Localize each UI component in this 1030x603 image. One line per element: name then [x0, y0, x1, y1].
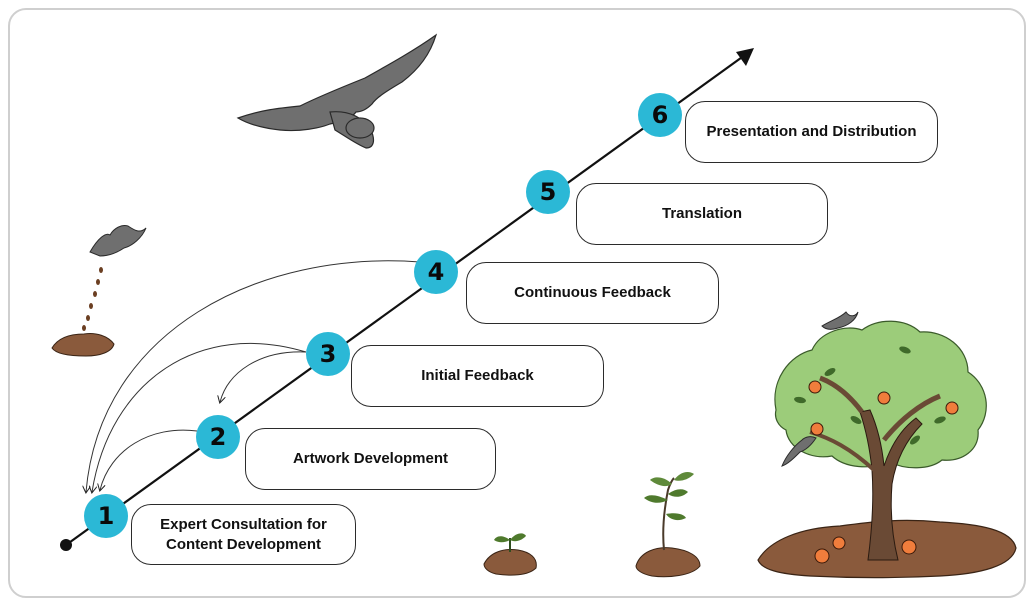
step-3-label: Initial Feedback	[351, 345, 604, 407]
bat-icon	[236, 33, 438, 149]
feedback-arrow-2-to-1	[100, 429, 198, 490]
fruit-tree-icon	[757, 311, 1017, 579]
feedback-arrow-4-to-1	[86, 260, 421, 492]
step-6-label: Presentation and Distribution	[685, 101, 938, 163]
feedback-arrow-3-to-2	[220, 351, 307, 402]
step-6-badge: 6	[638, 93, 682, 137]
sapling-icon	[635, 472, 701, 578]
timeline-axis	[60, 48, 754, 551]
feedback-arrows	[86, 260, 421, 492]
small-bat-icon	[821, 311, 859, 330]
feedback-arrow-3-to-1	[92, 343, 307, 492]
step-5-label: Translation	[576, 183, 828, 245]
step-4-badge: 4	[414, 250, 458, 294]
sprout-icon	[483, 533, 537, 576]
timeline-origin-dot	[60, 539, 72, 551]
seed-drop-icon	[51, 225, 147, 357]
step-3-badge: 3	[306, 332, 350, 376]
step-4-label: Continuous Feedback	[466, 262, 719, 324]
small-bat-icon	[781, 436, 817, 467]
step-5-badge: 5	[526, 170, 570, 214]
step-1-label: Expert Consultation for Content Developm…	[131, 504, 356, 565]
timeline-arrowhead	[736, 48, 754, 66]
step-2-badge: 2	[196, 415, 240, 459]
step-2-label: Artwork Development	[245, 428, 496, 490]
step-1-badge: 1	[84, 494, 128, 538]
